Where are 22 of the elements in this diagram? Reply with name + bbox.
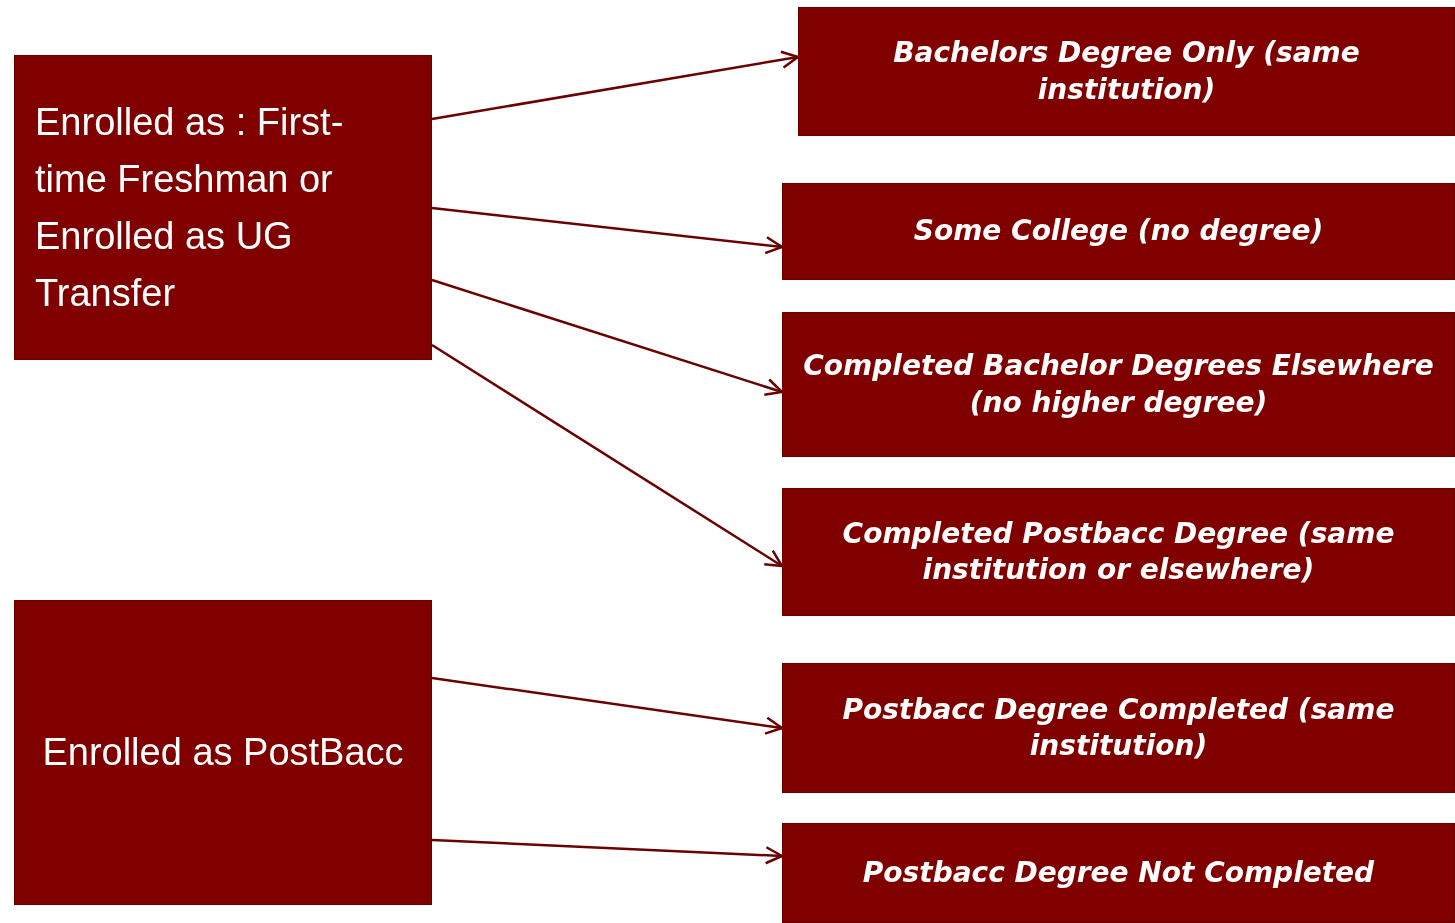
- source-box: [14, 55, 432, 360]
- box-label: Postbacc Degree Completed (same institution): [841, 691, 1396, 764]
- box-label: Bachelors Degree Only (same institution): [892, 35, 1361, 108]
- source-box: [14, 600, 432, 905]
- outcome-box: [782, 663, 1455, 793]
- outcome-box: [782, 183, 1455, 280]
- arrow: [431, 50, 800, 121]
- outcome-box: [782, 823, 1455, 923]
- box-label: Completed Postbacc Degree (same institution or elsewhere): [841, 515, 1396, 588]
- box-label: Some College (no degree): [913, 213, 1324, 250]
- outcome-box: [782, 312, 1455, 457]
- arrow: [431, 676, 784, 735]
- box-label: Postbacc Degree Not Completed: [862, 854, 1375, 891]
- outcome-box: [782, 488, 1455, 616]
- arrow: [431, 206, 784, 255]
- arrow: [431, 343, 784, 568]
- arrow: [431, 278, 784, 396]
- box-label: Completed Bachelor Degrees Elsewhere (no higher degree): [802, 348, 1435, 421]
- arrow: [431, 838, 784, 865]
- box-label: Enrolled as PostBacc: [42, 730, 404, 775]
- box-label: Enrolled as : First-time Freshman or Enrolled as UG Transfer: [35, 99, 345, 316]
- outcome-box: [798, 7, 1455, 136]
